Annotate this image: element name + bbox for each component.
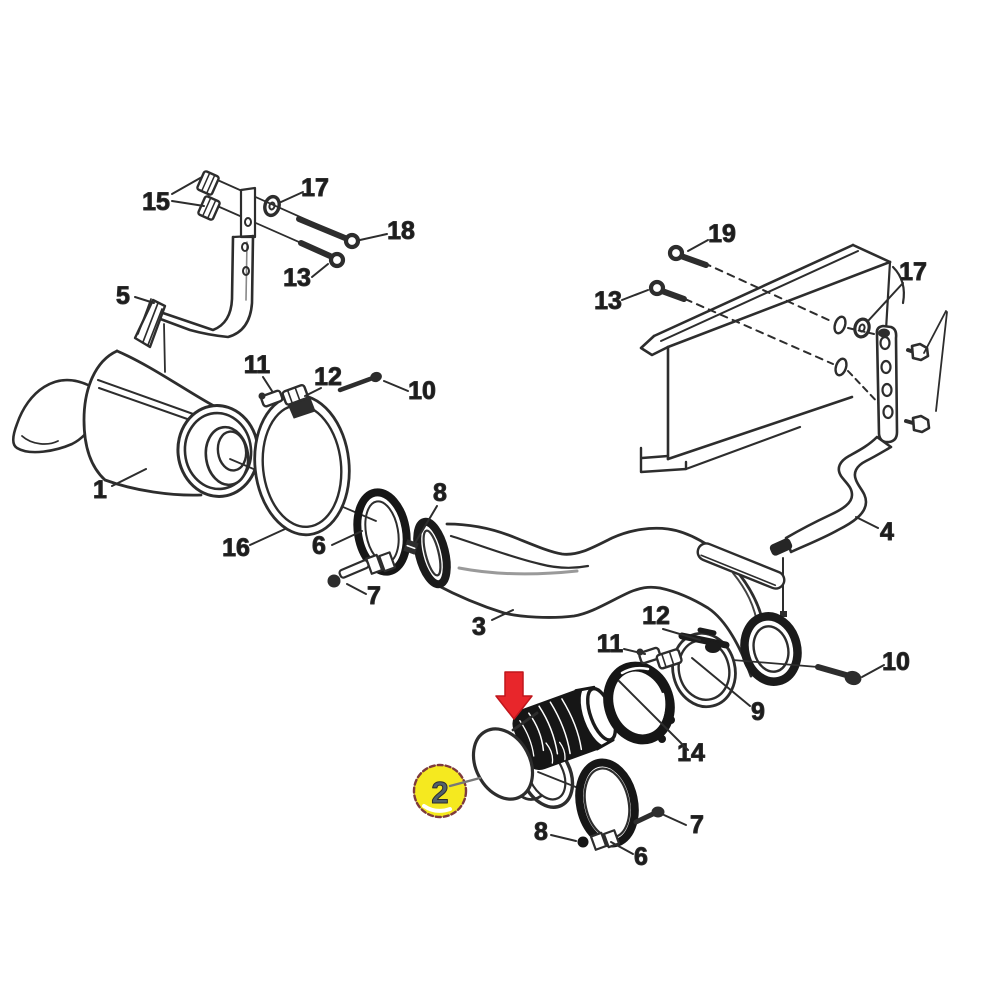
svg-text:19: 19 — [708, 220, 736, 248]
svg-text:9: 9 — [751, 698, 765, 726]
svg-text:12: 12 — [314, 363, 342, 391]
svg-text:13: 13 — [594, 287, 622, 315]
svg-text:5: 5 — [116, 282, 130, 310]
svg-text:13: 13 — [283, 264, 311, 292]
svg-text:6: 6 — [312, 532, 326, 560]
svg-text:17: 17 — [301, 174, 329, 202]
svg-text:7: 7 — [690, 811, 704, 839]
svg-text:7: 7 — [367, 582, 381, 610]
svg-text:4: 4 — [880, 518, 894, 546]
svg-text:16: 16 — [222, 534, 250, 562]
svg-text:2: 2 — [431, 775, 448, 810]
svg-text:6: 6 — [634, 843, 648, 871]
svg-text:3: 3 — [472, 613, 486, 641]
svg-text:12: 12 — [642, 602, 670, 630]
svg-text:10: 10 — [408, 377, 436, 405]
svg-text:18: 18 — [387, 217, 415, 245]
svg-text:15: 15 — [142, 188, 170, 216]
svg-text:11: 11 — [597, 630, 624, 658]
svg-text:1: 1 — [93, 476, 107, 504]
svg-text:17: 17 — [899, 258, 927, 286]
svg-text:8: 8 — [433, 479, 447, 507]
svg-text:8: 8 — [534, 818, 548, 846]
svg-text:10: 10 — [882, 648, 910, 676]
svg-text:11: 11 — [244, 351, 271, 379]
